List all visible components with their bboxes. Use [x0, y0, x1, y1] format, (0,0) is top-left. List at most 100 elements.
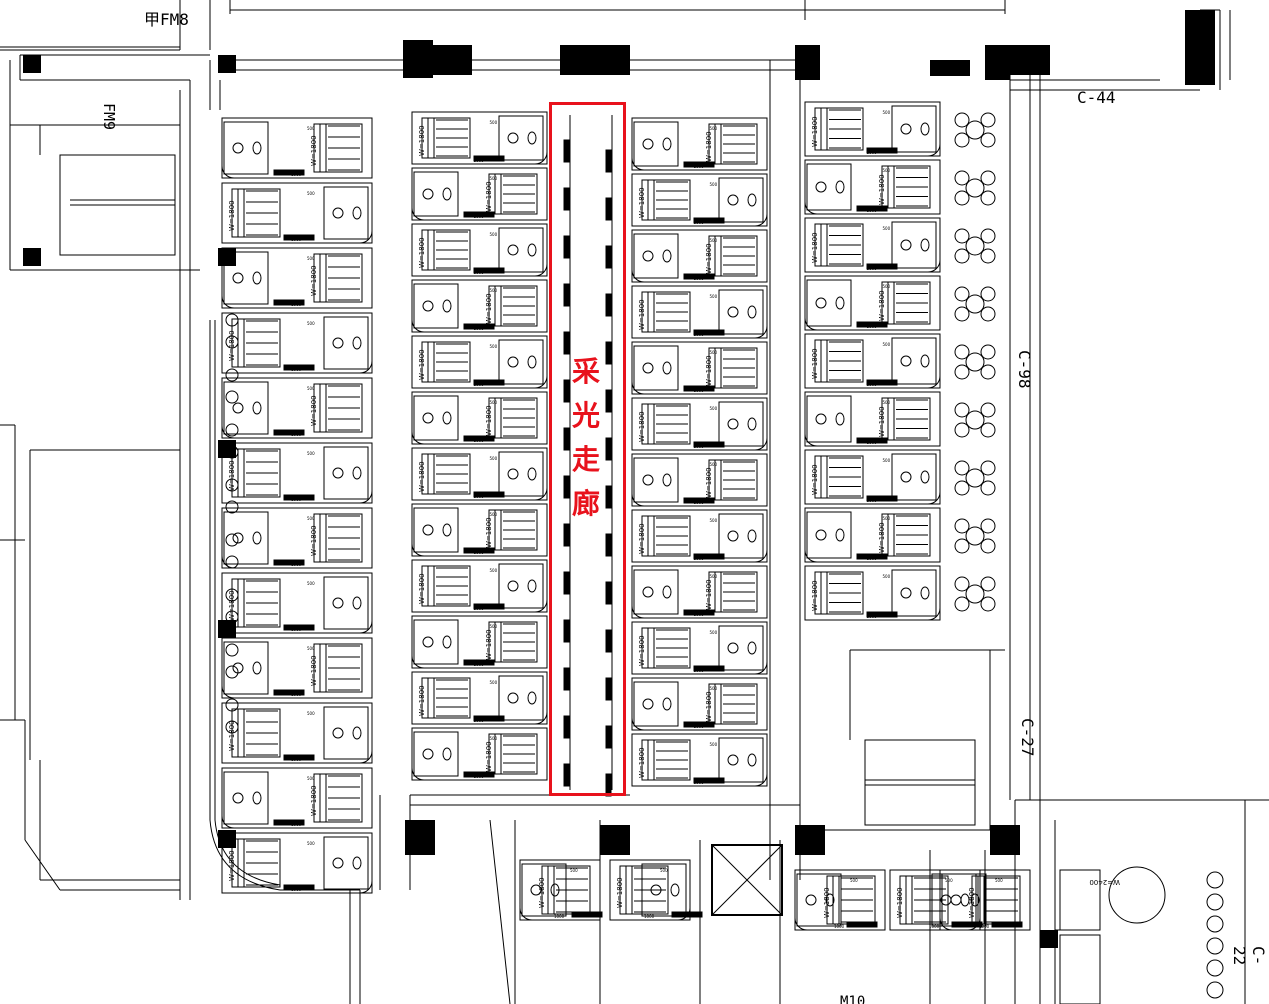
- svg-text:W=1800: W=1800: [811, 348, 819, 379]
- svg-text:500: 500: [710, 462, 718, 467]
- svg-text:W=1800: W=1800: [705, 691, 713, 722]
- svg-text:1000: 1000: [291, 497, 302, 502]
- svg-text:W=1800: W=1800: [228, 460, 236, 491]
- structural-column: [403, 40, 433, 78]
- svg-text:W=1800: W=1800: [310, 135, 318, 166]
- svg-text:1000: 1000: [867, 498, 878, 503]
- svg-text:500: 500: [883, 168, 891, 173]
- svg-text:1000: 1000: [929, 924, 940, 929]
- svg-text:1000: 1000: [474, 326, 485, 331]
- svg-text:W=1800: W=1800: [485, 517, 493, 548]
- svg-text:500: 500: [307, 386, 315, 391]
- svg-text:W=2400: W=2400: [1089, 878, 1120, 886]
- label-bottom-partial: M10: [840, 994, 866, 1004]
- svg-text:W=1800: W=1800: [638, 523, 646, 554]
- svg-text:1000: 1000: [474, 718, 485, 723]
- svg-text:1000: 1000: [474, 382, 485, 387]
- svg-text:500: 500: [490, 176, 498, 181]
- svg-text:500: 500: [490, 344, 498, 349]
- structural-column: [1010, 45, 1050, 75]
- svg-text:W=1800: W=1800: [310, 785, 318, 816]
- svg-text:500: 500: [307, 126, 315, 131]
- svg-text:W=1800: W=1800: [705, 355, 713, 386]
- svg-text:W=1800: W=1800: [811, 232, 819, 263]
- structural-column: [1040, 930, 1058, 948]
- svg-text:W=1800: W=1800: [878, 290, 886, 321]
- svg-text:500: 500: [307, 581, 315, 586]
- structural-column: [218, 440, 236, 458]
- label-c44: C-44: [1077, 88, 1116, 107]
- svg-text:1000: 1000: [291, 822, 302, 827]
- svg-text:W=1800: W=1800: [228, 850, 236, 881]
- svg-text:1000: 1000: [694, 668, 705, 673]
- svg-text:500: 500: [307, 191, 315, 196]
- svg-text:500: 500: [660, 868, 668, 873]
- svg-text:W=1800: W=1800: [228, 200, 236, 231]
- corridor-highlight-box: [549, 102, 626, 796]
- structural-column: [985, 45, 1010, 80]
- svg-text:500: 500: [945, 878, 953, 883]
- svg-text:W=1800: W=1800: [705, 131, 713, 162]
- svg-text:1000: 1000: [694, 164, 705, 169]
- svg-text:W=1800: W=1800: [418, 685, 426, 716]
- svg-text:1000: 1000: [291, 367, 302, 372]
- svg-text:1000: 1000: [554, 914, 565, 919]
- daylight-corridor-label: 采 光 走 廊: [566, 350, 606, 526]
- svg-text:1000: 1000: [867, 614, 878, 619]
- svg-text:1000: 1000: [291, 562, 302, 567]
- corridor-char-2: 光: [571, 399, 600, 432]
- svg-text:W=1800: W=1800: [823, 887, 831, 918]
- svg-text:500: 500: [570, 868, 578, 873]
- svg-text:W=1800: W=1800: [616, 877, 624, 908]
- svg-text:500: 500: [490, 624, 498, 629]
- svg-text:1000: 1000: [979, 924, 990, 929]
- svg-text:1000: 1000: [834, 924, 845, 929]
- svg-text:W=1800: W=1800: [705, 243, 713, 274]
- label-c27: C-27: [1018, 718, 1037, 757]
- svg-text:1000: 1000: [291, 887, 302, 892]
- svg-text:W=1800: W=1800: [310, 525, 318, 556]
- structural-column: [432, 45, 472, 75]
- svg-text:1000: 1000: [694, 500, 705, 505]
- svg-text:W=1800: W=1800: [228, 720, 236, 751]
- svg-text:W=1800: W=1800: [638, 187, 646, 218]
- svg-text:500: 500: [883, 284, 891, 289]
- svg-text:W=1800: W=1800: [485, 629, 493, 660]
- svg-text:500: 500: [307, 321, 315, 326]
- svg-text:1000: 1000: [694, 332, 705, 337]
- structural-column: [560, 45, 630, 75]
- svg-text:500: 500: [307, 516, 315, 521]
- structural-column: [218, 830, 236, 848]
- svg-text:500: 500: [883, 516, 891, 521]
- svg-text:W=1800: W=1800: [310, 655, 318, 686]
- svg-text:1000: 1000: [867, 556, 878, 561]
- svg-text:W=1800: W=1800: [638, 635, 646, 666]
- svg-text:500: 500: [883, 574, 891, 579]
- svg-text:500: 500: [490, 288, 498, 293]
- svg-text:500: 500: [710, 630, 718, 635]
- svg-text:W=1800: W=1800: [228, 590, 236, 621]
- svg-text:500: 500: [710, 182, 718, 187]
- svg-text:500: 500: [710, 742, 718, 747]
- svg-text:500: 500: [307, 646, 315, 651]
- svg-text:500: 500: [307, 451, 315, 456]
- structural-column: [405, 820, 435, 855]
- svg-text:500: 500: [850, 878, 858, 883]
- structural-column: [23, 55, 41, 73]
- svg-text:1000: 1000: [694, 220, 705, 225]
- svg-text:1000: 1000: [867, 208, 878, 213]
- svg-text:1000: 1000: [867, 440, 878, 445]
- svg-text:W=1800: W=1800: [705, 467, 713, 498]
- svg-text:1000: 1000: [291, 237, 302, 242]
- svg-text:1000: 1000: [474, 270, 485, 275]
- structural-column: [600, 825, 630, 855]
- svg-text:500: 500: [490, 680, 498, 685]
- svg-text:W=1800: W=1800: [638, 411, 646, 442]
- structural-column: [990, 825, 1020, 855]
- svg-text:W=1800: W=1800: [310, 395, 318, 426]
- svg-text:W=1800: W=1800: [485, 405, 493, 436]
- structural-column: [218, 620, 236, 638]
- svg-text:1000: 1000: [867, 150, 878, 155]
